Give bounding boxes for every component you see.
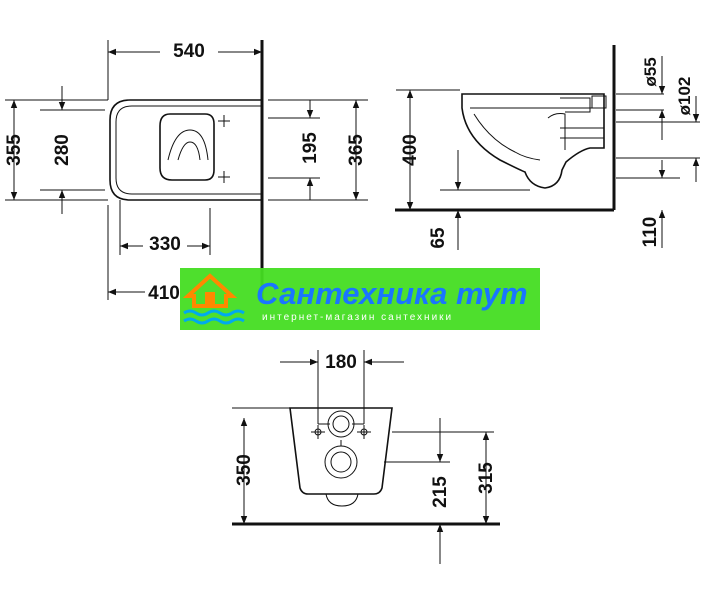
side-bowl-profile bbox=[461, 93, 605, 189]
dim-rear-to-hole: 330 bbox=[149, 234, 181, 255]
rear-body-outline bbox=[289, 407, 393, 495]
dim-length-outer: 355 bbox=[4, 134, 25, 166]
dim-length-inner: 280 bbox=[52, 134, 73, 166]
dim-floor-gap: 65 bbox=[428, 227, 449, 249]
dim-width: 540 bbox=[173, 41, 205, 62]
dim-depth: 410 bbox=[148, 283, 180, 304]
side-view: 400 65 ø55 ø102 110 bbox=[395, 45, 700, 250]
dim-seat-height: 365 bbox=[346, 134, 367, 166]
dim-side-height: 400 bbox=[400, 134, 421, 166]
dim-bolt-height: 315 bbox=[476, 462, 497, 494]
top-view: 540 355 280 195 365 330 bbox=[4, 38, 368, 304]
watermark-subtitle: интернет-магазин сантехники bbox=[262, 312, 453, 323]
dim-rear-outlet-height: 215 bbox=[430, 476, 451, 508]
dim-fix-height: 195 bbox=[300, 132, 321, 164]
dim-total-height: 350 bbox=[234, 454, 255, 486]
rear-view: 180 350 215 315 bbox=[232, 350, 500, 564]
top-bowl-inner bbox=[159, 113, 215, 181]
watermark-title: Сантехника тут bbox=[256, 276, 528, 311]
watermark-banner: Сантехника тут интернет-магазин сантехни… bbox=[180, 268, 540, 330]
dim-bolt-spacing: 180 bbox=[325, 352, 357, 373]
dim-pipe-small: ø55 bbox=[641, 57, 660, 86]
dim-outlet-height: 110 bbox=[640, 217, 661, 248]
top-bowl-outline bbox=[109, 99, 262, 201]
house-logo-icon bbox=[182, 273, 245, 325]
dim-pipe-large: ø102 bbox=[675, 77, 694, 116]
